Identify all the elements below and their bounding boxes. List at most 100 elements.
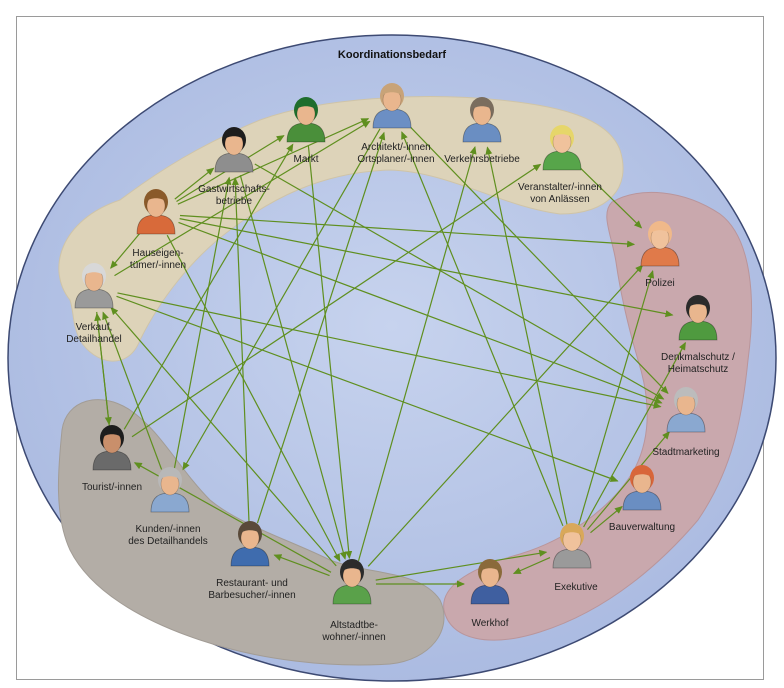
person-icon	[372, 83, 412, 129]
person-icon	[470, 559, 510, 605]
actor-label-exekutive: Exekutive	[554, 582, 598, 593]
arrow-exekutive-to-stadtmarketing	[586, 431, 670, 530]
arrow-exekutive-to-polizei	[578, 270, 655, 526]
actor-label-line: Kunden/-innen	[135, 524, 200, 535]
actor-label-line: Verkauf,	[76, 322, 113, 333]
arrow-exekutive-to-bauverwaltung	[590, 505, 623, 534]
person-icon	[678, 295, 718, 341]
actor-label-line: Altstadtbe-	[330, 620, 378, 631]
actor-label-tourist: Tourist/-innen	[82, 482, 142, 493]
person-icon	[92, 425, 132, 471]
actor-verkehrsbetriebe: Verkehrsbetriebe	[444, 97, 520, 165]
arrow-altstadt-to-polizei	[367, 264, 644, 567]
arrow-gastwirtschaft-to-altstadt	[239, 175, 347, 560]
actor-altstadt: Altstadtbe-wohner/-innen	[321, 559, 386, 643]
person-icon	[542, 125, 582, 171]
person-icon	[552, 523, 592, 569]
arrow-altstadt-to-verkehrsbetriebe	[357, 146, 477, 562]
actor-label-line: Exekutive	[554, 582, 598, 593]
actor-label-stadtmarketing: Stadtmarketing	[652, 447, 719, 458]
diagram-title: Koordinationsbedarf	[338, 49, 447, 61]
actor-label-markt: Markt	[294, 154, 319, 165]
group-blob-stakeholders-top	[58, 96, 624, 362]
actor-polizei: Polizei	[640, 221, 680, 289]
actor-verkauf: Verkauf,Detailhandel	[66, 263, 122, 345]
arrow-gastwirtschaft-to-stadtmarketing	[254, 163, 665, 400]
actor-label-line: Restaurant- und	[216, 578, 288, 589]
arrow-kunden-to-verkauf	[102, 311, 163, 470]
actor-label-line: Gastwirtschafts-	[198, 184, 270, 195]
actor-label-verkauf: Verkauf,Detailhandel	[66, 322, 122, 345]
actor-label-line: Veranstalter/-innen	[518, 182, 602, 193]
arrow-exekutive-to-verkehrsbetriebe	[485, 146, 568, 525]
group-blob-administration	[443, 191, 753, 641]
arrow-hauseigentuemer-to-architekt	[177, 118, 370, 205]
arrow-hauseigentuemer-to-denkmalschutz	[179, 218, 674, 318]
arrow-hauseigentuemer-to-altstadt	[166, 234, 341, 562]
actor-bauverwaltung: Bauverwaltung	[609, 465, 675, 533]
actor-hauseigentuemer: Hauseigen-tümer/-innen	[130, 189, 186, 271]
actor-gastwirtschaft: Gastwirtschafts-betriebe	[198, 127, 270, 207]
person-icon	[214, 127, 254, 173]
arrow-markt-to-altstadt	[307, 145, 353, 560]
arrow-hauseigentuemer-to-polizei	[179, 214, 636, 248]
actor-label-altstadt: Altstadtbe-wohner/-innen	[321, 620, 385, 643]
actor-label-line: von Anlässen	[530, 194, 590, 205]
actor-label-werkhof: Werkhof	[471, 618, 508, 629]
person-icon	[286, 97, 326, 143]
actor-label-line: Heimatschutz	[668, 364, 729, 375]
arrow-altstadt-to-verkauf	[110, 306, 337, 567]
arrow-verkauf-to-stadtmarketing	[117, 292, 662, 409]
actor-label-bauverwaltung: Bauverwaltung	[609, 522, 675, 533]
arrow-exekutive-to-denkmalschutz	[583, 341, 686, 528]
actor-label-line: Stadtmarketing	[652, 447, 719, 458]
actor-label-line: Barbesucher/-innen	[208, 590, 295, 601]
actor-label-line: Denkmalschutz /	[661, 352, 735, 363]
arrow-veranstalter-to-polizei	[578, 166, 643, 229]
arrow-tourist-to-veranstalter	[131, 163, 542, 438]
actor-label-polizei: Polizei	[645, 278, 674, 289]
person-icon	[666, 387, 706, 433]
person-icon	[136, 189, 176, 235]
arrow-exekutive-to-werkhof	[512, 557, 551, 575]
arrow-altstadt-to-restaurant	[273, 554, 330, 577]
actor-label-line: Tourist/-innen	[82, 482, 142, 493]
actor-label-line: Markt	[294, 154, 319, 165]
actor-werkhof: Werkhof	[470, 559, 510, 629]
actor-label-line: Ortsplaner/-innen	[357, 154, 434, 165]
actor-label-line: Verkehrsbetriebe	[444, 154, 520, 165]
person-icon	[150, 467, 190, 513]
actor-label-line: Polizei	[645, 278, 674, 289]
actor-label-line: wohner/-innen	[321, 632, 385, 643]
arrow-restaurant-to-gastwirtschaft	[231, 177, 250, 523]
actor-label-denkmalschutz: Denkmalschutz /Heimatschutz	[661, 352, 735, 375]
arrow-kunden-to-gastwirtschaft	[173, 176, 232, 469]
arrow-tourist-to-verkauf	[94, 312, 110, 427]
actor-markt: Markt	[286, 97, 326, 165]
actor-label-line: Hauseigen-	[132, 248, 183, 259]
person-icon	[622, 465, 662, 511]
actor-label-line: Detailhandel	[66, 334, 122, 345]
arrow-architekt-to-stadtmarketing	[408, 124, 669, 395]
arrow-hauseigentuemer-to-gastwirtschaft	[174, 167, 215, 200]
person-icon	[230, 521, 270, 567]
actor-denkmalschutz: Denkmalschutz /Heimatschutz	[661, 295, 735, 375]
actor-label-line: betriebe	[216, 196, 253, 207]
actor-tourist: Tourist/-innen	[82, 425, 142, 493]
arrow-hauseigentuemer-to-verkauf	[110, 232, 142, 269]
actor-label-hauseigentuemer: Hauseigen-tümer/-innen	[130, 248, 186, 271]
actor-label-line: tümer/-innen	[130, 260, 186, 271]
person-icon	[332, 559, 372, 605]
person-icon	[640, 221, 680, 267]
actor-stadtmarketing: Stadtmarketing	[652, 387, 720, 458]
actor-label-line: Bauverwaltung	[609, 522, 675, 533]
